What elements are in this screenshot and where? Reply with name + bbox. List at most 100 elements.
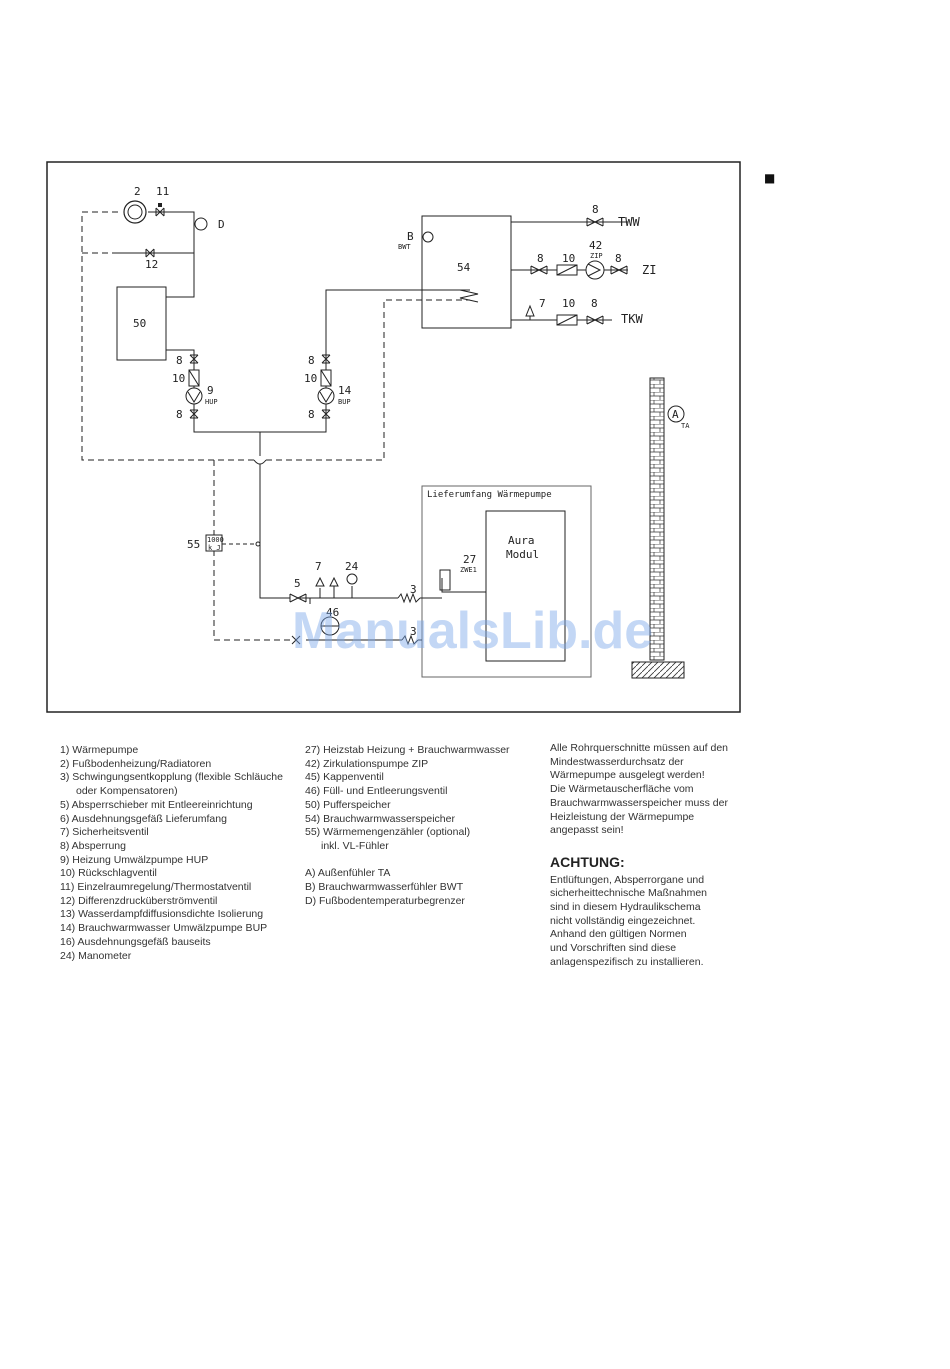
legend-item: 42) Zirkulationspumpe ZIP	[305, 757, 429, 770]
vibration-decoupling-icon	[397, 592, 421, 604]
legend-item: 16) Ausdehnungsgefäß bauseits	[60, 935, 211, 948]
insulation-dashed-right	[266, 299, 470, 461]
label-8: 8	[176, 354, 183, 367]
vibration-decoupling-icon	[401, 634, 419, 646]
legend-item: 13) Wasserdampfdiffusionsdichte Isolieru…	[60, 908, 264, 921]
cap-valve-icon	[329, 576, 339, 587]
label-50: 50	[133, 317, 146, 330]
legend-item: 14) Brauchwarmwasser Umwälzpumpe BUP	[60, 922, 268, 935]
shutoff-valve-icon	[189, 354, 199, 364]
legend-item: A) Außenfühler TA	[305, 867, 391, 880]
heat-meter-55	[205, 534, 223, 552]
label-42: 42	[589, 239, 602, 252]
thermostat-valve-icon	[155, 207, 165, 217]
outdoor-wall	[649, 377, 665, 661]
module-label-line2: Modul	[506, 548, 539, 561]
legend-item: 27) Heizstab Heizung + Brauchwarmwasser	[305, 744, 510, 756]
label-11: 11	[156, 185, 169, 198]
wall-foundation	[631, 661, 685, 679]
legend-item: anlagenspezifisch zu installieren.	[550, 955, 704, 968]
shutoff-valve-icon	[530, 265, 548, 275]
label-ta: TA	[681, 422, 690, 430]
label-d: D	[218, 218, 225, 231]
dhw-storage-54	[421, 215, 512, 329]
circulation-pump-zip-icon	[585, 260, 605, 280]
legend-item: nicht vollständig eingezeichnet.	[550, 914, 696, 927]
label-3: 3	[410, 625, 417, 638]
legend-item: B) Brauchwarmwasserfühler BWT	[305, 881, 464, 894]
heat-meter-readout: 1000	[207, 536, 224, 544]
label-8: 8	[537, 252, 544, 265]
label-10: 10	[304, 372, 317, 385]
label-7: 7	[315, 560, 322, 573]
legend-item: 7) Sicherheitsventil	[60, 826, 149, 839]
legend-item: 55) Wärmemengenzähler (optional)	[305, 826, 471, 839]
label-8: 8	[615, 252, 622, 265]
legend-item: Alle Rohrquerschnitte müssen auf den	[550, 742, 729, 754]
legend-item: Entlüftungen, Absperrorgane und	[550, 873, 705, 886]
shutoff-valve-icon	[586, 217, 604, 227]
label-10: 10	[562, 252, 575, 265]
insulation-dashed-left	[81, 211, 254, 461]
pipe-collector-down	[259, 432, 290, 599]
label-55: 55	[187, 538, 200, 551]
dhw-pump-bup-icon	[317, 387, 335, 405]
legend-item: sicherheittechnische Maßnahmen	[550, 887, 707, 900]
legend-item: 1) Wärmepumpe	[60, 744, 139, 756]
label-54: 54	[457, 261, 471, 274]
legend-item: 8) Absperrung	[60, 839, 126, 852]
label-8: 8	[176, 408, 183, 421]
outdoor-sensor-ta-icon	[667, 405, 685, 423]
legend-item: 10) Rückschlagventil	[60, 867, 157, 880]
manometer-24-icon	[346, 573, 358, 585]
aura-module	[485, 510, 566, 662]
label-tkw: TKW	[621, 312, 643, 326]
pipe-heater-rod	[441, 578, 486, 593]
label-8: 8	[308, 354, 315, 367]
legend-item: 50) Pufferspeicher	[305, 798, 391, 811]
shutoff-valve-icon	[321, 354, 331, 364]
label-2: 2	[134, 185, 141, 198]
label-7: 7	[539, 297, 546, 310]
legend-item: 24) Manometer	[60, 949, 132, 962]
legend-item: angepasst sein!	[550, 824, 624, 837]
legend-item: 5) Absperrschieber mit Entleereinrichtun…	[60, 798, 253, 811]
legend-item: 12) Differenzdrucküberströmventil	[60, 894, 218, 907]
label-bup: BUP	[338, 398, 351, 406]
spacer	[305, 854, 510, 868]
heating-pump-hup-icon	[185, 387, 203, 405]
floor-temp-limiter-icon	[194, 217, 208, 231]
label-46: 46	[326, 606, 339, 619]
label-5: 5	[294, 577, 301, 590]
supply-scope-box	[421, 485, 592, 678]
legend-item: inkl. VL-Fühler	[321, 839, 389, 852]
legend-item: Heizleistung der Wärmepumpe	[550, 810, 695, 823]
legend-item: Wärmepumpe ausgelegt werden!	[550, 769, 705, 782]
shutoff-valve-icon	[321, 409, 331, 419]
label-10: 10	[562, 297, 575, 310]
label-hup: HUP	[205, 398, 218, 406]
legend-item: oder Kompensatoren)	[76, 785, 178, 798]
insulation-dashed-lower	[213, 460, 292, 641]
label-24: 24	[345, 560, 359, 573]
radiator-icon	[123, 200, 147, 224]
legend-item: 46) Füll- und Entleerungsventil	[305, 785, 448, 798]
label-a: A	[672, 408, 679, 421]
heat-meter-unit: k J	[208, 544, 221, 552]
legend-item: Brauchwarmwasserspeicher muss der	[550, 796, 728, 809]
legend-item: D) Fußbodentemperaturbegrenzer	[305, 894, 465, 907]
watermark: ManualsLib.de	[292, 602, 653, 660]
gate-valve-5-icon	[289, 593, 307, 603]
legend-item: und Vorschriften sind diese	[550, 942, 677, 955]
buffer-tank-50	[116, 286, 167, 361]
legend-item: 2) Fußbodenheizung/Radiatoren	[60, 757, 212, 770]
warning-title: ACHTUNG:	[550, 853, 625, 870]
legend-item: 54) Brauchwarmwasserspeicher	[305, 812, 455, 825]
diff-pressure-valve-icon	[145, 248, 155, 258]
label-supply-scope: Lieferumfang Wärmepumpe	[427, 490, 552, 500]
hydraulic-schematic: ■	[46, 161, 775, 713]
fill-drain-valve-icon	[291, 635, 301, 645]
